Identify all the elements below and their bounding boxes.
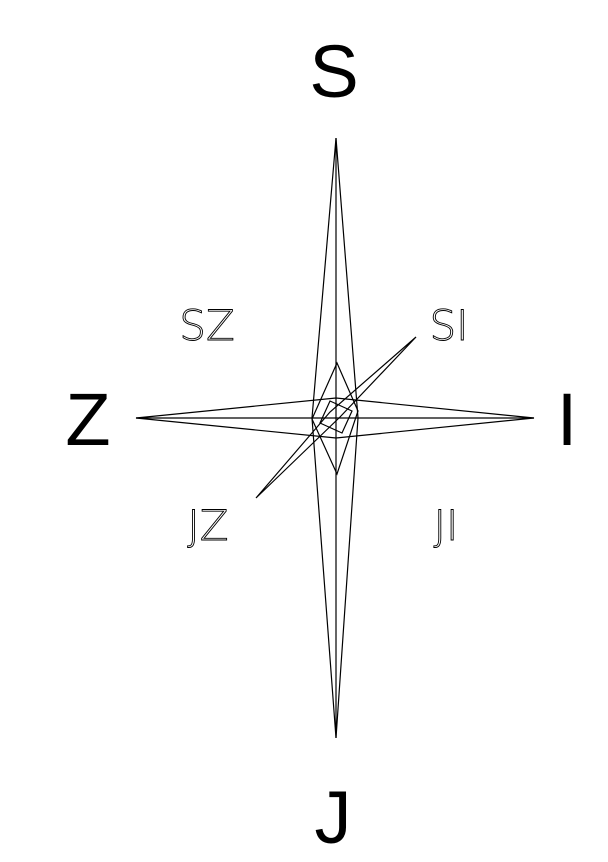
- inner-diamond: [311, 361, 359, 476]
- east-label: I: [557, 378, 578, 461]
- compass-star: [135, 137, 535, 739]
- north-label: S: [309, 30, 358, 113]
- northeast-label: SI: [429, 301, 468, 350]
- south-label: J: [315, 776, 352, 859]
- west-label: Z: [65, 378, 110, 461]
- diagonal-needle: [255, 336, 417, 499]
- northwest-label: SZ: [179, 301, 234, 350]
- southeast-label: JI: [434, 501, 459, 550]
- diagonal-inner-rhombus: [319, 400, 353, 434]
- southwest-label: JZ: [187, 501, 228, 550]
